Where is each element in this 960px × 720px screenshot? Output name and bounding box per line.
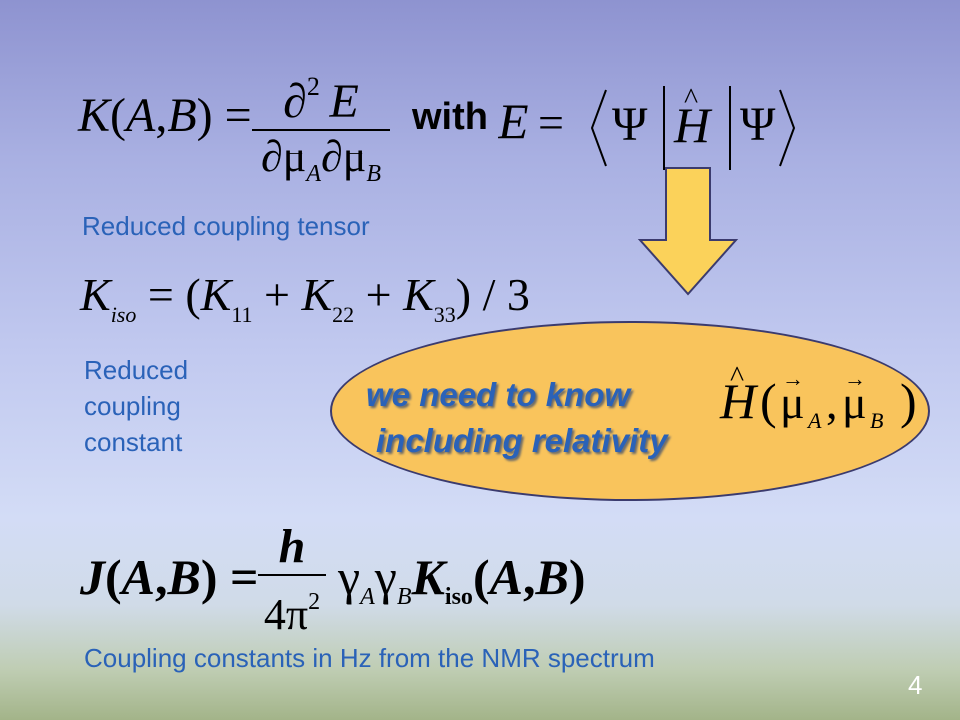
caption-reduced-constant: Reduced coupling constant [84,352,188,460]
equation1-fraction: ∂2 E ∂μ→A∂μ→B [252,60,390,200]
svg-text:Ψ: Ψ [740,98,776,151]
svg-text:=: = [538,97,564,148]
spin-coupling-equation: J(A,B) = h 4π2 γAγBKiso(A,B) [80,520,680,639]
caption-line: constant [84,427,183,457]
with-label: with [412,96,488,138]
svg-text:(: ( [760,373,777,429]
svg-text:μ: μ [842,377,867,428]
svg-text:μ: μ [780,377,805,428]
callout-line1: we need to know [366,376,631,413]
svg-text:^: ^ [684,82,698,115]
callout-line2: including relativity [376,422,668,459]
expectation-value-expression: E = Ψ H ^ Ψ [498,82,796,170]
caption-line: coupling [84,391,181,421]
caption-line: Reduced [84,355,189,385]
caption-coupling-hz: Coupling constants in Hz from the NMR sp… [84,643,655,673]
svg-text:E: E [498,93,529,149]
svg-text:Ψ: Ψ [612,98,648,151]
svg-text:): ) [900,373,917,429]
caption-reduced-tensor: Reduced coupling tensor [82,211,370,241]
svg-text:,: , [826,377,838,428]
svg-text:H: H [673,97,713,153]
svg-text:→: → [844,366,866,391]
svg-text:H: H [719,373,759,429]
hamiltonian-operator-expression: H ^ ( μ → A , μ → B ) [719,360,917,433]
svg-text:^: ^ [730,360,744,393]
equation3-fraction: h 4π2 [258,520,326,641]
slide-number: 4 [908,670,923,700]
down-arrow-icon [637,167,739,296]
equation3-lhs: J(A,B) = [80,549,259,605]
svg-text:→: → [782,366,804,391]
coupling-tensor-equation: K(A,B) = ∂2 E ∂μ→A∂μ→B with E = Ψ H ^ Ψ [78,60,798,190]
svg-text:B: B [870,408,883,433]
relativity-callout [330,321,930,501]
equation3-rhs: γAγBKiso(A,B) [338,549,586,610]
isotropic-coupling-equation: Kiso = (K11 + K22 + K33) / 3 [80,269,530,327]
svg-text:A: A [806,408,822,433]
equation1-lhs: K(A,B) = [78,89,252,142]
